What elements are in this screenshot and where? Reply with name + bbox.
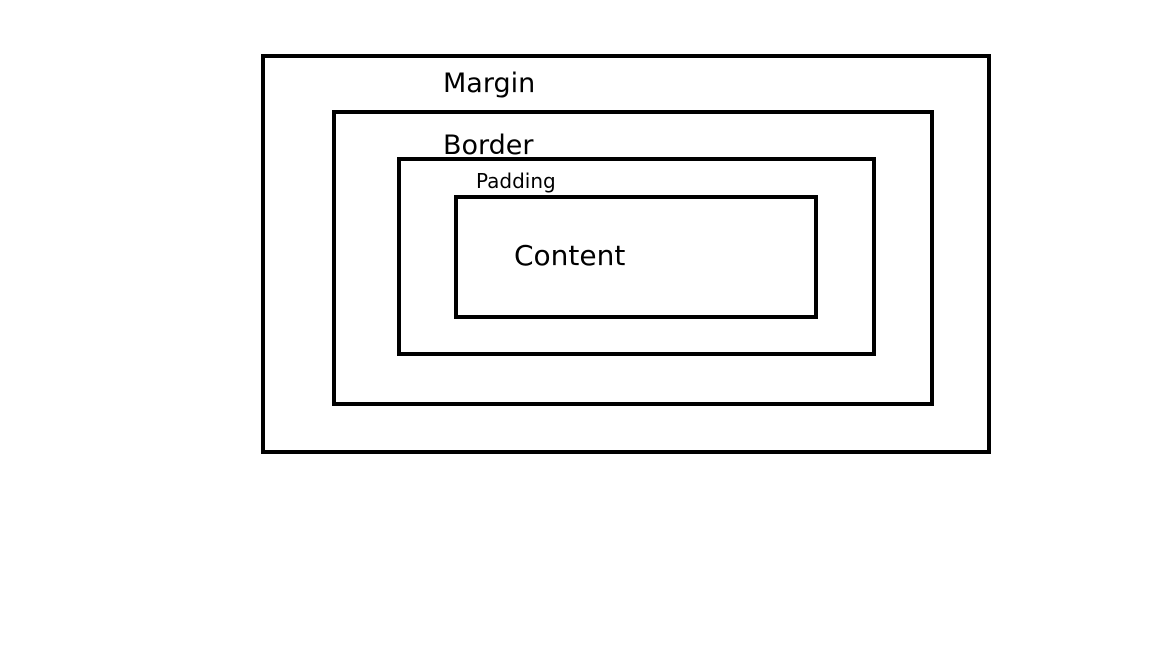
padding-box [397, 157, 876, 356]
border-label: Border [443, 130, 534, 161]
margin-box [261, 54, 991, 454]
content-box [454, 195, 818, 319]
padding-label: Padding [476, 169, 556, 193]
margin-label: Margin [443, 68, 536, 99]
border-box [332, 110, 934, 406]
content-label: Content [514, 239, 626, 272]
